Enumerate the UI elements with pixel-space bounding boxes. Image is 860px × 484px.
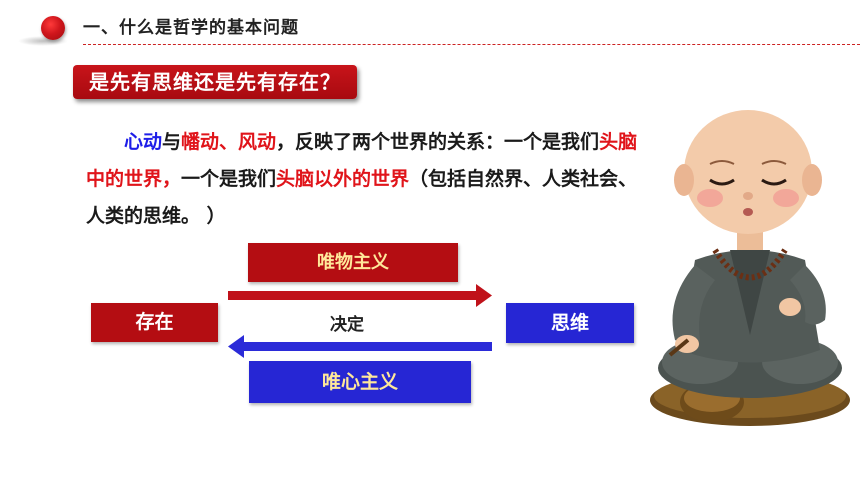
section-title: 一、什么是哲学的基本问题 <box>83 18 299 38</box>
header-bullet-icon <box>41 16 65 40</box>
text-and: 与 <box>162 131 182 153</box>
question-banner: 是先有思维还是先有存在？ <box>73 65 357 99</box>
header-divider <box>83 44 860 45</box>
decides-label: 决定 <box>330 315 364 335</box>
right-arrow-icon <box>228 284 492 307</box>
thinking-box: 思维 <box>506 303 634 343</box>
body-paragraph: 心动与幡动、风动，反映了两个世界的关系：一个是我们头脑中的世界，一个是我们头脑以… <box>86 124 656 235</box>
left-arrow-icon <box>228 335 492 358</box>
materialism-box: 唯物主义 <box>248 243 458 282</box>
existence-box: 存在 <box>91 303 218 342</box>
meditating-monk-illustration <box>650 110 850 426</box>
text-world-inside-mind: 头脑中的世界， <box>86 131 638 190</box>
text-including: （包括自然界、人类社会、人类的思维。 ） <box>86 168 638 227</box>
text-heart-moves: 心动 <box>124 131 163 153</box>
header-dot-shadow <box>18 36 68 46</box>
text-one-is-ours: 一个是我们 <box>181 168 277 190</box>
text-world-outside-mind: 头脑以外的世界 <box>276 168 410 190</box>
idealism-box: 唯心主义 <box>249 361 471 403</box>
text-relation: ，反映了两个世界的关系：一个是我们 <box>276 131 600 153</box>
text-flag-wind-moves: 幡动、风动 <box>181 131 277 153</box>
